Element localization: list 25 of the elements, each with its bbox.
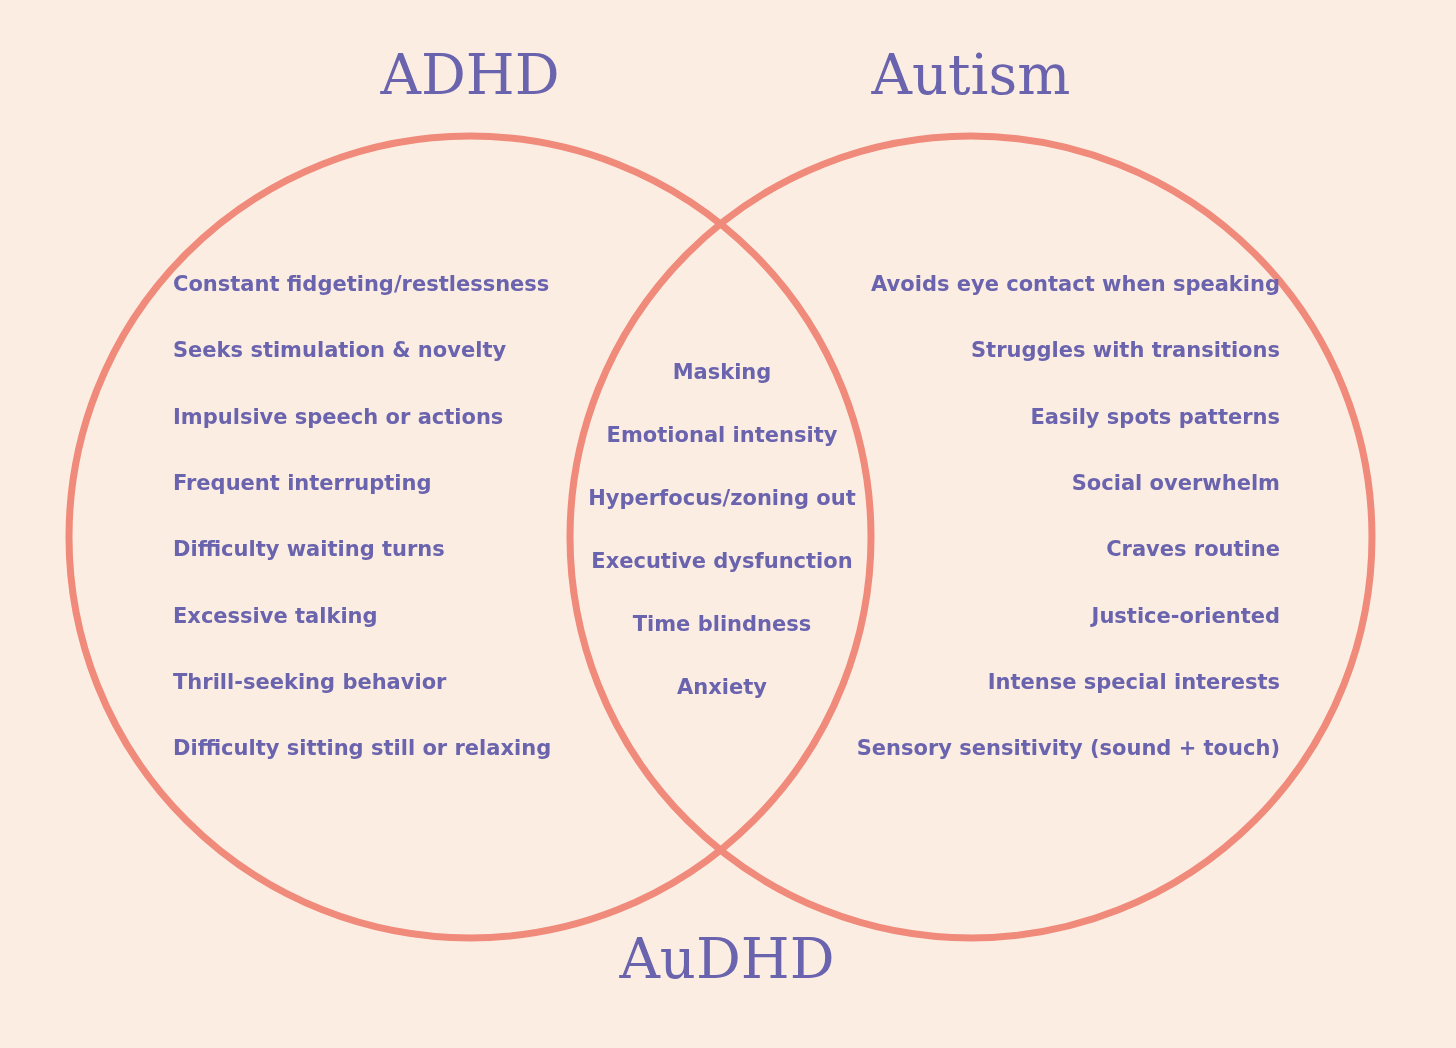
trait-text: Frequent interrupting (173, 469, 432, 497)
trait-text: Seeks stimulation & novelty (173, 337, 507, 365)
trait-text: Justice-oriented (1091, 602, 1280, 630)
trait-text: Avoids eye contact when speaking (871, 271, 1280, 298)
set-heading: ADHD (380, 41, 560, 109)
trait-text: Hyperfocus/zoning out (588, 485, 856, 512)
set-heading: Autism (871, 41, 1071, 109)
trait-text: Difficulty sitting still or relaxing (173, 735, 552, 763)
trait-text: Executive dysfunction (591, 548, 853, 575)
trait-text: Emotional intensity (606, 422, 838, 449)
trait-text: Thrill-seeking behavior (173, 668, 447, 696)
trait-text: Easily spots patterns (1030, 403, 1280, 431)
trait-text: Struggles with transitions (971, 337, 1280, 365)
trait-text: Constant fidgeting/restlessness (173, 271, 550, 298)
trait-text: Intense special interests (987, 668, 1280, 696)
trait-text: Anxiety (677, 674, 767, 701)
trait-text: Excessive talking (173, 602, 378, 630)
overlap-heading: AuDHD (619, 925, 835, 993)
trait-text: Sensory sensitivity (sound + touch) (856, 735, 1280, 763)
trait-text: Impulsive speech or actions (173, 403, 504, 431)
trait-text: Masking (672, 359, 772, 386)
trait-text: Social overwhelm (1071, 469, 1280, 497)
trait-text: Difficulty waiting turns (173, 536, 445, 564)
trait-text: Craves routine (1106, 536, 1280, 564)
trait-text: Time blindness (632, 611, 812, 638)
